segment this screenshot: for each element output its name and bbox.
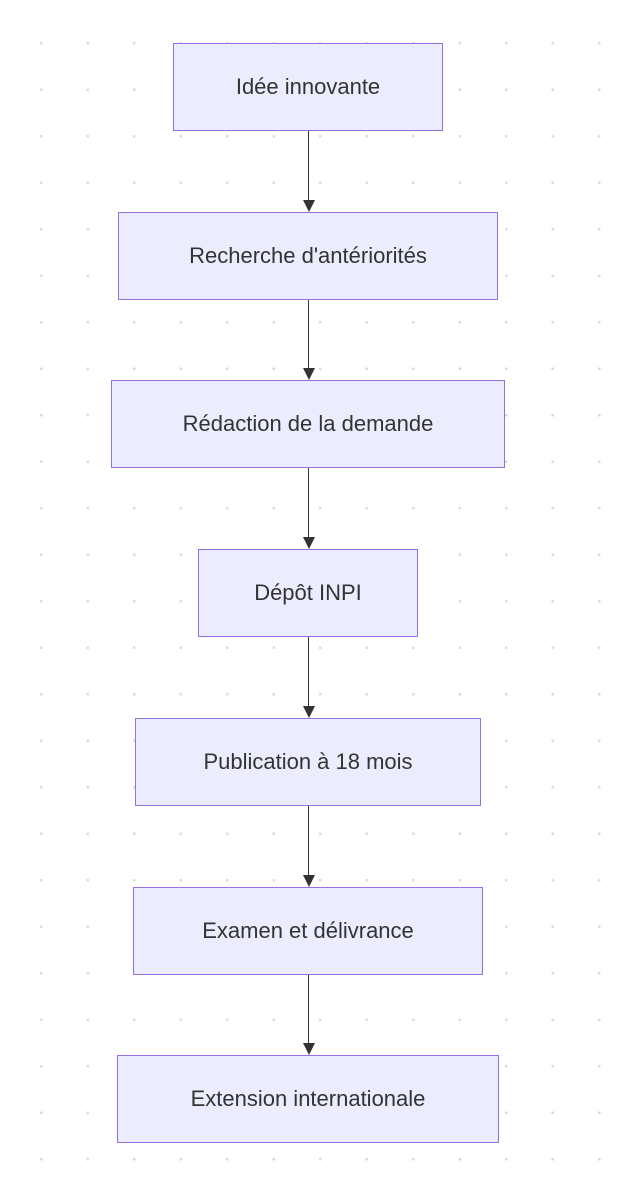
node-label: Extension internationale	[191, 1086, 426, 1112]
arrow-head-icon	[303, 875, 315, 887]
node-examen-delivrance: Examen et délivrance	[133, 887, 483, 975]
node-label: Publication à 18 mois	[203, 749, 412, 775]
node-label: Examen et délivrance	[202, 918, 414, 944]
arrow-head-icon	[303, 1043, 315, 1055]
edge-line	[308, 468, 310, 538]
arrow-head-icon	[303, 537, 315, 549]
node-label: Rédaction de la demande	[183, 411, 434, 437]
node-extension-internationale: Extension internationale	[117, 1055, 499, 1143]
node-idee-innovante: Idée innovante	[173, 43, 443, 131]
node-label: Recherche d'antériorités	[189, 243, 427, 269]
node-recherche-anteriorites: Recherche d'antériorités	[118, 212, 498, 300]
node-depot-inpi: Dépôt INPI	[198, 549, 418, 637]
edge-line	[308, 975, 310, 1044]
edge-line	[308, 637, 310, 707]
node-label: Dépôt INPI	[254, 580, 362, 606]
node-publication-18-mois: Publication à 18 mois	[135, 718, 481, 806]
node-label: Idée innovante	[236, 74, 380, 100]
arrow-head-icon	[303, 368, 315, 380]
edge-line	[308, 806, 310, 876]
arrow-head-icon	[303, 200, 315, 212]
arrow-head-icon	[303, 706, 315, 718]
edge-line	[308, 131, 310, 201]
edge-line	[308, 300, 310, 369]
node-redaction-demande: Rédaction de la demande	[111, 380, 505, 468]
